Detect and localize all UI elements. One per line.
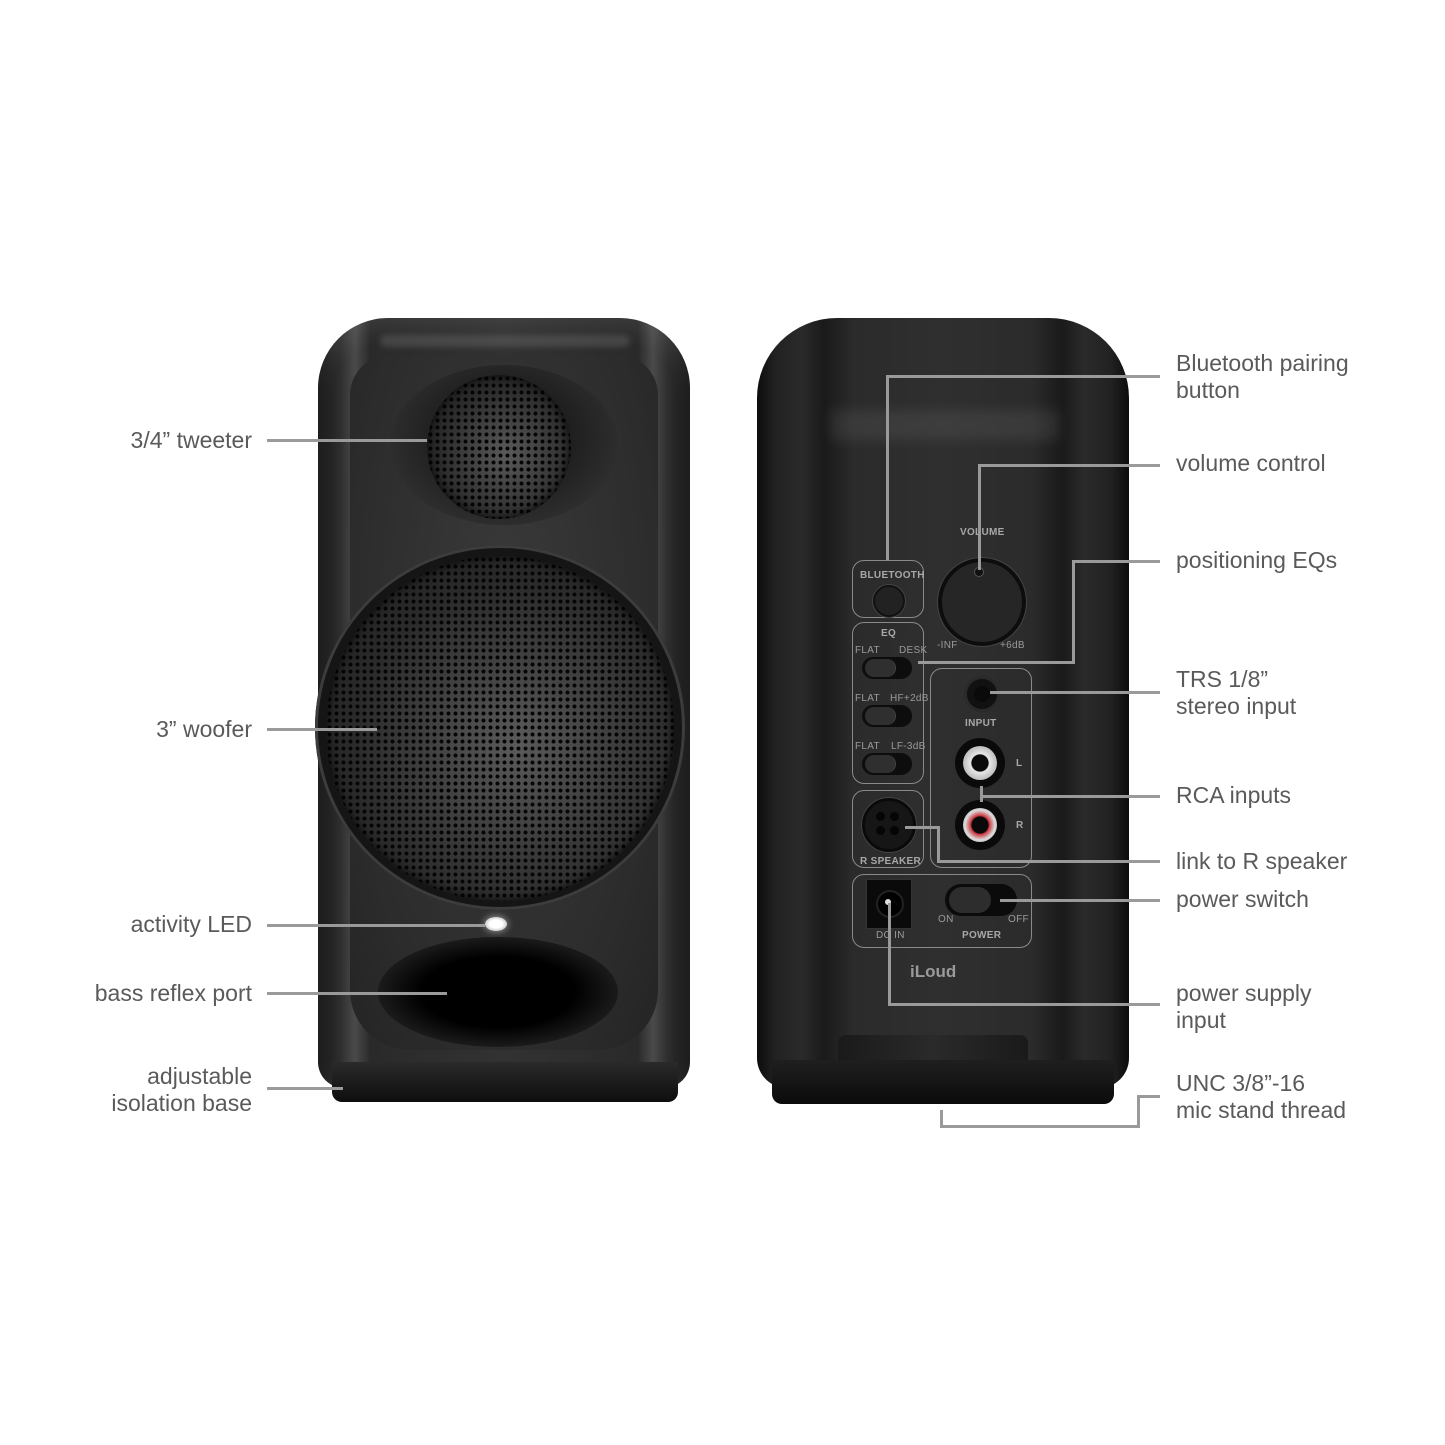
label-power-switch: power switch [1176, 886, 1309, 912]
bluetooth-pairing-button[interactable] [873, 585, 905, 617]
label-power-supply-line1: power supply [1176, 980, 1312, 1006]
leader-rca [980, 795, 1160, 798]
leader-bluetooth-h [886, 375, 1160, 378]
trs-input-jack[interactable] [964, 676, 1000, 712]
eq-desk-switch[interactable] [862, 657, 912, 679]
r-speaker-text: R SPEAKER [860, 856, 922, 867]
eq1-left-text: FLAT [855, 645, 880, 656]
label-positioning-eqs: positioning EQs [1176, 547, 1338, 573]
r-speaker-link-port[interactable] [862, 798, 916, 852]
rear-base [772, 1060, 1114, 1104]
label-link-r-speaker: link to R speaker [1176, 848, 1348, 874]
leader-volume-v [978, 464, 981, 570]
bluetooth-text: BLUETOOTH [860, 570, 925, 581]
power-off-text: OFF [1008, 914, 1029, 925]
rca-right-jack[interactable] [955, 800, 1005, 850]
leader-thread-v2 [1137, 1095, 1140, 1128]
label-power-supply: power supply input [1176, 980, 1312, 1034]
label-activity-led: activity LED [130, 911, 252, 937]
input-text: INPUT [965, 718, 997, 729]
isolation-base [332, 1062, 678, 1102]
label-thread-line1: UNC 3/8”-16 [1176, 1070, 1306, 1096]
volume-max-text: +6dB [1000, 640, 1025, 651]
label-bluetooth-pairing: Bluetooth pairing button [1176, 350, 1349, 404]
label-trs-input: TRS 1/8” stereo input [1176, 666, 1296, 720]
rca-left-jack[interactable] [955, 738, 1005, 788]
r-speaker-panel [852, 790, 924, 868]
leader-link-h1 [905, 826, 939, 829]
label-trs-line2: stereo input [1176, 693, 1297, 719]
leader-power-switch [1000, 899, 1160, 902]
label-rca-inputs: RCA inputs [1176, 782, 1292, 808]
label-bass-reflex-port: bass reflex port [94, 980, 252, 1006]
label-isolation-base-line1: adjustable [147, 1063, 252, 1089]
leader-rca-v [980, 786, 983, 802]
leader-thread-v1 [940, 1110, 943, 1128]
label-woofer: 3” woofer [156, 716, 252, 742]
leader-link-v [937, 826, 940, 862]
leader-bass-port [267, 992, 447, 995]
label-isolation-base-line2: isolation base [111, 1090, 252, 1116]
rca-right-text: R [1016, 820, 1024, 831]
leader-woofer [267, 728, 377, 731]
label-bluetooth-line1: Bluetooth pairing [1176, 350, 1349, 376]
rca-left-text: L [1016, 758, 1023, 769]
eq-panel [852, 622, 924, 784]
leader-activity-led [267, 924, 485, 927]
leader-trs [990, 691, 1160, 694]
leader-bluetooth-v [886, 375, 889, 560]
leader-link-h2 [937, 860, 1160, 863]
volume-min-text: -INF [937, 640, 958, 651]
activity-led-icon [485, 917, 507, 931]
input-panel [930, 668, 1032, 868]
leader-eq-v [1072, 560, 1075, 664]
label-isolation-base: adjustable isolation base [111, 1063, 252, 1117]
eq-hf-switch[interactable] [862, 705, 912, 727]
rear-speaker-body [757, 318, 1129, 1088]
leader-power-supply-v [888, 903, 891, 1005]
leader-thread-h1 [940, 1125, 1140, 1128]
leader-tweeter [267, 439, 427, 442]
power-on-text: ON [938, 914, 954, 925]
leader-thread-h2 [1137, 1095, 1160, 1098]
label-power-supply-line2: input [1176, 1007, 1226, 1033]
leader-power-supply-h [888, 1003, 1160, 1006]
bluetooth-panel [852, 560, 924, 618]
volume-text: VOLUME [960, 527, 1005, 538]
label-tweeter: 3/4” tweeter [130, 427, 252, 453]
tweeter-grille [427, 375, 571, 519]
leader-eq-h2 [1072, 560, 1160, 563]
leader-volume-h [978, 464, 1160, 467]
eq-lf-switch[interactable] [862, 753, 912, 775]
rear-top-highlight [830, 410, 1060, 440]
label-bluetooth-line2: button [1176, 377, 1240, 403]
eq-title: EQ [881, 628, 897, 639]
eq2-right-text: HF+2dB [890, 693, 929, 704]
eq1-right-text: DESK [899, 645, 928, 656]
woofer-grille [326, 556, 674, 901]
power-panel [852, 874, 1032, 948]
eq2-left-text: FLAT [855, 693, 880, 704]
power-text: POWER [962, 930, 1002, 941]
leader-isolation-base [267, 1087, 343, 1090]
label-volume-control: volume control [1176, 450, 1326, 476]
label-mic-stand-thread: UNC 3/8”-16 mic stand thread [1176, 1070, 1346, 1124]
front-top-highlight [380, 335, 630, 347]
brand-logo: iLoud [910, 962, 957, 981]
leader-eq-h1 [918, 661, 1074, 664]
eq3-right-text: LF-3dB [891, 741, 926, 752]
label-trs-line1: TRS 1/8” [1176, 666, 1269, 692]
eq3-left-text: FLAT [855, 741, 880, 752]
label-thread-line2: mic stand thread [1176, 1097, 1347, 1123]
